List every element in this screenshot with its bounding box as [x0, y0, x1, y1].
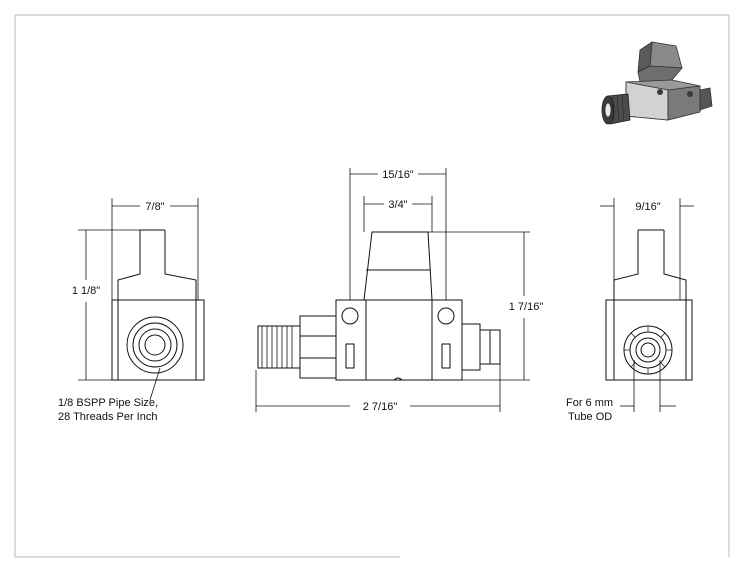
right-end-view [605, 229, 693, 381]
front-overall-top-dimension [349, 168, 447, 300]
left-width-dimension [111, 198, 199, 300]
front-height-dimension [428, 231, 530, 381]
front-height-label: 1 7/16" [509, 301, 544, 313]
front-inner-top-dimension [363, 196, 433, 232]
left-height-dimension [78, 229, 140, 381]
right-width-label: 9/16" [635, 201, 660, 213]
right-width-dimension [600, 198, 694, 300]
front-length-dimension [255, 364, 501, 412]
left-width-label: 7/8" [145, 201, 164, 213]
left-height-label: 1 1/8" [72, 285, 100, 297]
thread-leader [149, 367, 161, 401]
front-overall-top-label: 15/16" [382, 169, 414, 181]
sheet-border [14, 14, 730, 558]
front-inner-top-label: 3/4" [388, 199, 407, 211]
tube-note-line1: For 6 mm [566, 397, 613, 409]
isometric-render [601, 41, 713, 125]
front-length-label: 2 7/16" [363, 401, 398, 413]
front-view [257, 231, 501, 381]
thread-note-line2: 28 Threads Per Inch [58, 411, 157, 423]
tube-note-line2: Tube OD [568, 411, 612, 423]
tube-od-dimension [620, 360, 676, 412]
thread-note-line1: 1/8 BSPP Pipe Size, [58, 397, 158, 409]
left-end-view [111, 229, 205, 381]
